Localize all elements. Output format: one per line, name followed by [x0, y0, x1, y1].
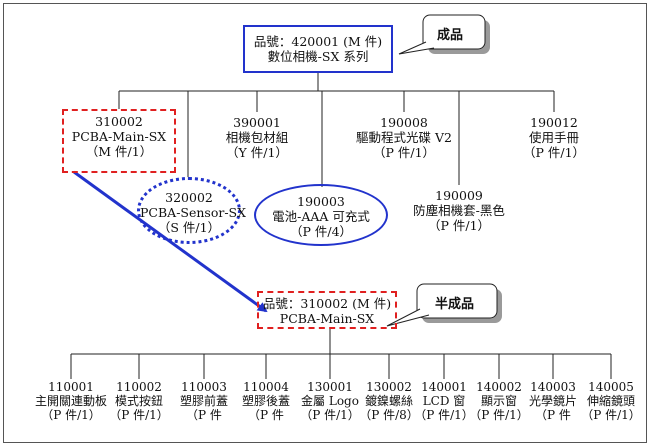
callout-finished-label: 成品 [437, 28, 464, 43]
node-name: 驅動程式光碟 V2 [356, 130, 452, 145]
node-190003: 190003 電池-AAA 可充式 （P 件/4） [254, 184, 388, 246]
node-130001: 130001 金屬 Logo （P 件/1） [295, 380, 365, 422]
node-name: 模式按鈕 [114, 394, 163, 408]
node-qty: （P 件 [186, 408, 222, 422]
node-qty: （P 件 [248, 408, 284, 422]
node-code: 140003 [530, 380, 576, 394]
node-code: 110002 [116, 380, 162, 394]
node-qty: （Y 件/1） [226, 145, 288, 160]
node-qty: （S 件/1） [157, 220, 221, 235]
node-name: 金屬 Logo [301, 394, 359, 408]
node-name: PCBA-Main-SX [71, 129, 167, 144]
node-110001: 110001 主開關連動板 （P 件/1） [21, 380, 121, 422]
node-name: 塑膠後蓋 [241, 394, 290, 408]
node-name: 鍍鎳螺絲 [364, 394, 413, 408]
node-190012: 190012 使用手冊 （P 件/1） [509, 115, 599, 160]
node-code: 390001 [233, 115, 281, 130]
node-code: 190012 [530, 115, 578, 130]
node-140003: 140003 光學鏡片 （P 件 [523, 380, 583, 422]
node-qty: （P 件/8） [359, 408, 419, 422]
node-qty: （P 件/1） [414, 408, 474, 422]
node-qty: （P 件/1） [581, 408, 641, 422]
node-110002: 110002 模式按鈕 （P 件/1） [104, 380, 174, 422]
node-qty: （P 件/1） [300, 408, 360, 422]
node-140005: 140005 伸縮鏡頭 （P 件/1） [580, 380, 642, 422]
semi-title: PCBA-Main-SX [279, 311, 375, 326]
bom-diagram: 成品 半成品 品號：420001 (M 件) 數位相機-SX 系列 310002… [3, 3, 647, 443]
node-390001: 390001 相機包材組 （Y 件/1） [207, 115, 307, 160]
node-code: 140002 [476, 380, 522, 394]
node-code: 190008 [380, 115, 428, 130]
node-140001: 140001 LCD 窗 （P 件/1） [414, 380, 474, 422]
node-qty: （P 件 [535, 408, 571, 422]
root-title: 數位相機-SX 系列 [267, 49, 369, 64]
node-name: LCD 窗 [422, 394, 466, 408]
node-name: 塑膠前蓋 [179, 394, 228, 408]
node-110004: 110004 塑膠後蓋 （P 件 [233, 380, 299, 422]
root-node: 品號：420001 (M 件) 數位相機-SX 系列 [243, 25, 393, 73]
node-190008: 190008 驅動程式光碟 V2 （P 件/1） [344, 115, 464, 160]
node-code: 190003 [297, 194, 345, 209]
node-name: 電池-AAA 可充式 [272, 209, 370, 224]
connector-lines [70, 14, 612, 379]
node-code: 130001 [307, 380, 353, 394]
node-190009: 190009 防塵相機套-黑色 （P 件/1） [399, 188, 519, 233]
node-name: 使用手冊 [528, 130, 579, 145]
node-140002: 140002 顯示窗 （P 件/1） [469, 380, 529, 422]
node-name: PCBA-Sensor-SX [140, 205, 247, 220]
node-qty: （P 件/1） [372, 145, 436, 160]
node-320002: 320002 PCBA-Sensor-SX （S 件/1） [137, 177, 247, 244]
node-qty: （P 件/1） [427, 218, 491, 233]
semi-code: 品號：310002 (M 件) [262, 296, 392, 311]
node-310002: 310002 PCBA-Main-SX （M 件/1） [62, 109, 176, 173]
node-qty: （P 件/1） [109, 408, 169, 422]
node-code: 140001 [421, 380, 467, 394]
node-code: 320002 [165, 190, 213, 205]
node-name: 防塵相機套-黑色 [413, 203, 505, 218]
node-130002: 130002 鍍鎳螺絲 （P 件/8） [359, 380, 419, 422]
node-code: 110001 [48, 380, 94, 394]
node-name: 光學鏡片 [528, 394, 577, 408]
node-code: 140005 [588, 380, 634, 394]
node-name: 顯示窗 [480, 394, 517, 408]
node-qty: （P 件/1） [41, 408, 101, 422]
callout-finished-shape [398, 14, 490, 55]
node-name: 主開關連動板 [34, 394, 107, 408]
root-code: 品號：420001 (M 件) [253, 34, 383, 49]
node-code: 310002 [95, 114, 143, 129]
node-code: 110004 [243, 380, 289, 394]
node-qty: （P 件/1） [469, 408, 529, 422]
node-qty: （M 件/1） [85, 144, 153, 159]
node-code: 130002 [366, 380, 412, 394]
node-110003: 110003 塑膠前蓋 （P 件 [171, 380, 237, 422]
node-code: 190009 [435, 188, 483, 203]
node-qty: （P 件/4） [289, 224, 353, 239]
callout-semi-label: 半成品 [435, 297, 475, 312]
node-code: 110003 [181, 380, 227, 394]
node-qty: （P 件/1） [522, 145, 586, 160]
callout-semi-shape [386, 283, 502, 327]
semi-node: 品號：310002 (M 件) PCBA-Main-SX [257, 291, 397, 329]
node-name: 相機包材組 [225, 130, 289, 145]
node-name: 伸縮鏡頭 [586, 394, 635, 408]
